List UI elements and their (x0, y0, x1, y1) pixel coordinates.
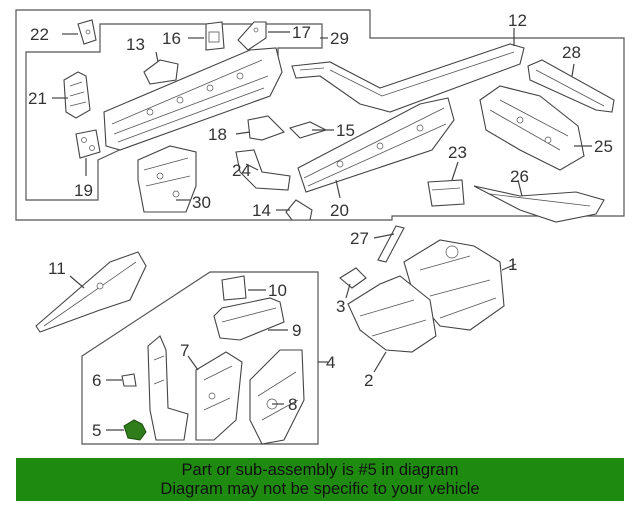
part-8-outer-panel (249, 349, 305, 445)
callout-6: 6 (92, 371, 101, 390)
callout-24: 24 (232, 161, 251, 180)
callout-29: 29 (330, 29, 349, 48)
part-4-pillar (147, 335, 189, 441)
part-12-long-rail (291, 43, 525, 113)
info-banner: Part or sub-assembly is #5 in diagram Di… (16, 458, 624, 501)
part-27-rod (377, 225, 405, 263)
callout-3: 3 (336, 297, 345, 316)
callout-23: 23 (448, 143, 467, 162)
part-13-bracket (143, 59, 179, 85)
callout-5: 5 (92, 421, 101, 440)
parts-diagram: 1 2 3 4 5 6 7 8 9 10 11 12 13 14 15 16 1… (15, 9, 625, 445)
part-26-panel (473, 185, 605, 223)
callout-30: 30 (192, 193, 211, 212)
part-5-highlighted (123, 419, 147, 441)
part-23-bracket (427, 179, 465, 207)
callout-15: 15 (336, 121, 355, 140)
callout-20: 20 (330, 201, 349, 220)
part-21-pillar (63, 71, 91, 119)
part-6-clip (121, 373, 137, 387)
part-24-bracket (235, 149, 291, 191)
part-7-inner-panel (195, 351, 243, 441)
callout-21: 21 (28, 89, 47, 108)
callout-17: 17 (292, 23, 311, 42)
part-11-rail (35, 251, 147, 333)
part-3-bracket (339, 267, 367, 289)
leader-lines (52, 28, 592, 431)
callout-14: 14 (252, 201, 271, 220)
callout-16: 16 (162, 29, 181, 48)
banner-line-2: Diagram may not be specific to your vehi… (160, 480, 480, 498)
part-16-block (205, 21, 225, 51)
callout-26: 26 (510, 167, 529, 186)
part-22-bracket (77, 19, 97, 45)
part-30-bracket (137, 145, 197, 213)
callout-10: 10 (268, 281, 287, 300)
part-14-bracket (285, 199, 313, 221)
part-19-plate (75, 129, 101, 159)
part-10-block (221, 275, 247, 301)
callout-11: 11 (48, 259, 66, 278)
group-outline-12 (15, 9, 625, 221)
part-28-rail (527, 59, 615, 113)
part-25-apron (479, 85, 585, 171)
callout-22: 22 (30, 25, 49, 44)
banner-line-1: Part or sub-assembly is #5 in diagram (181, 461, 459, 479)
callout-9: 9 (292, 321, 301, 340)
callout-19: 19 (74, 181, 93, 200)
part-29-upper-rail (103, 47, 283, 151)
callout-7: 7 (180, 341, 189, 360)
part-9-rail (213, 297, 285, 341)
group-outline-29 (25, 23, 323, 201)
part-20-rail (297, 97, 455, 193)
callout-18: 18 (208, 125, 227, 144)
callout-13: 13 (126, 35, 145, 54)
part-17-bracket (237, 21, 267, 51)
callout-27: 27 (350, 229, 369, 248)
callout-4: 4 (326, 353, 335, 372)
callout-28: 28 (562, 43, 581, 62)
callout-25: 25 (594, 137, 613, 156)
callout-1: 1 (508, 255, 517, 274)
part-18-bracket (247, 115, 285, 141)
callout-12: 12 (508, 11, 527, 30)
part-2-housing (347, 275, 437, 353)
callout-2: 2 (364, 371, 373, 390)
callout-8: 8 (288, 395, 297, 414)
group-outline-4 (81, 271, 319, 445)
